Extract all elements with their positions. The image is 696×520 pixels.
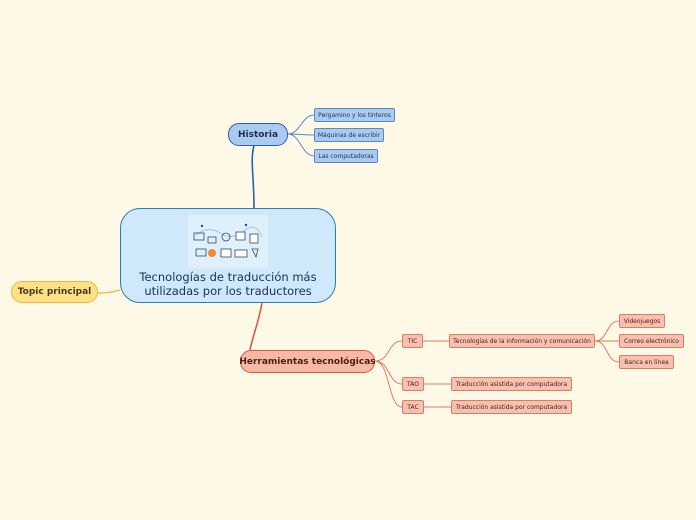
historia-child-computadoras[interactable]: Las computadoras bbox=[314, 149, 378, 163]
connector-tic-ex-3 bbox=[595, 341, 619, 362]
tic-example-videojuegos[interactable]: Videojuegos bbox=[619, 314, 665, 328]
branch-historia[interactable]: Historia bbox=[228, 123, 288, 146]
connector-herr-tac bbox=[375, 361, 402, 407]
central-topic[interactable]: Tecnologías de traducción más utilizadas… bbox=[120, 208, 336, 303]
tic-example-banca[interactable]: Banca en línea bbox=[619, 355, 674, 369]
connector-historia-child-1 bbox=[288, 115, 314, 134]
connector-tic-ex-1 bbox=[595, 321, 619, 341]
tao-node[interactable]: TAO bbox=[402, 377, 424, 391]
connector-historia-child-3 bbox=[288, 134, 314, 156]
tac-node[interactable]: TAC bbox=[402, 400, 424, 414]
connector-central-herramientas bbox=[250, 303, 262, 350]
branch-herramientas[interactable]: Herramientas tecnológicas bbox=[240, 350, 375, 373]
connector-herr-tao bbox=[375, 361, 402, 384]
historia-child-pergamino[interactable]: Pergamino y los tinteros bbox=[314, 108, 395, 122]
connector-central-topic bbox=[98, 290, 120, 293]
central-topic-title: Tecnologías de traducción más utilizadas… bbox=[128, 270, 328, 298]
tic-child-node[interactable]: Tecnologías de la información y comunica… bbox=[449, 334, 595, 348]
connector-central-historia bbox=[252, 146, 254, 208]
tao-child-node[interactable]: Traducción asistida por computadora bbox=[451, 377, 572, 391]
connector-herr-tic bbox=[375, 341, 402, 361]
tic-example-correo[interactable]: Correo electrónico bbox=[619, 334, 684, 348]
technology-illustration-icon bbox=[188, 215, 268, 268]
tac-child-node[interactable]: Traducción asistida por computadora bbox=[451, 400, 572, 414]
floating-topic[interactable]: Topic principal bbox=[11, 281, 98, 303]
tic-node[interactable]: TIC bbox=[402, 334, 423, 348]
historia-child-maquinas[interactable]: Máquinas de escribir bbox=[314, 128, 384, 142]
